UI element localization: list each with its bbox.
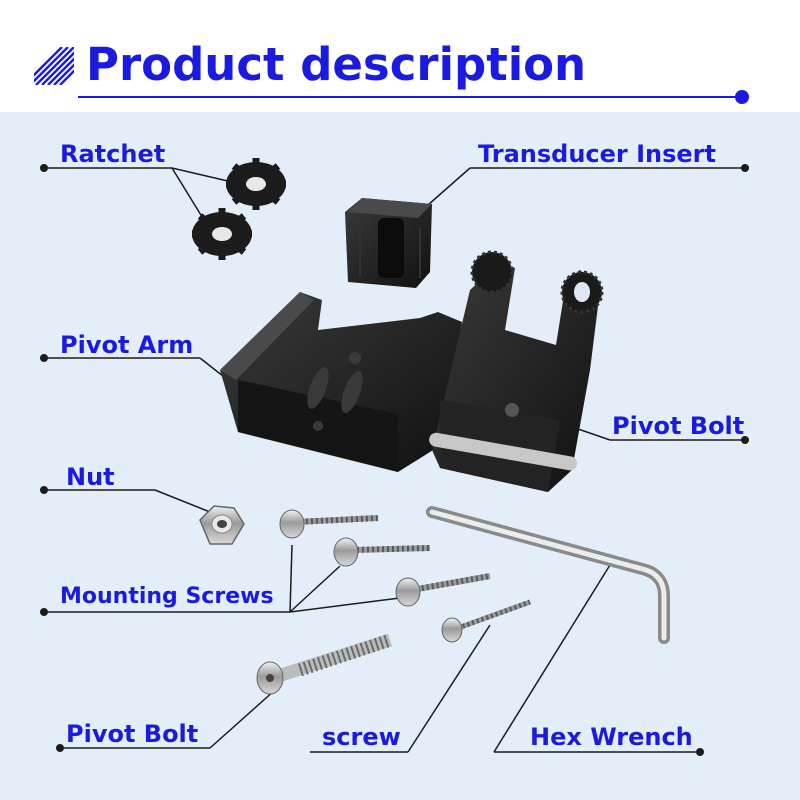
title-underline-dot [735,90,749,104]
label-hex-wrench: Hex Wrench [530,723,693,751]
label-nut: Nut [66,463,115,491]
nut-part [199,505,245,545]
label-pivot-bolt-right: Pivot Bolt [612,412,745,440]
label-ratchet: Ratchet [60,140,166,168]
mounting-screw-3 [395,573,491,607]
transducer-insert-part [345,198,432,288]
mounting-screw-2 [333,537,431,567]
title-underline [78,96,742,98]
pivot-bolt-long-part [256,633,393,695]
label-pivot-bolt-bottom: Pivot Bolt [66,720,199,748]
leader-lines [44,167,745,753]
pivot-arm-part [220,292,462,472]
label-screw: screw [322,723,401,751]
mounting-screw-1 [279,509,379,539]
ratchet-part-top [226,158,286,210]
header: Product description [0,0,800,112]
ratchet-part-bottom [192,208,252,260]
hatch-icon [34,47,74,85]
screw-part [441,599,531,643]
hex-wrench-part [426,506,670,644]
label-pivot-arm: Pivot Arm [60,331,194,359]
label-mounting-screws: Mounting Screws [60,584,274,609]
label-transducer-insert: Transducer Insert [478,140,716,168]
pivot-bracket-part [429,250,604,492]
page-title: Product description [86,38,587,91]
